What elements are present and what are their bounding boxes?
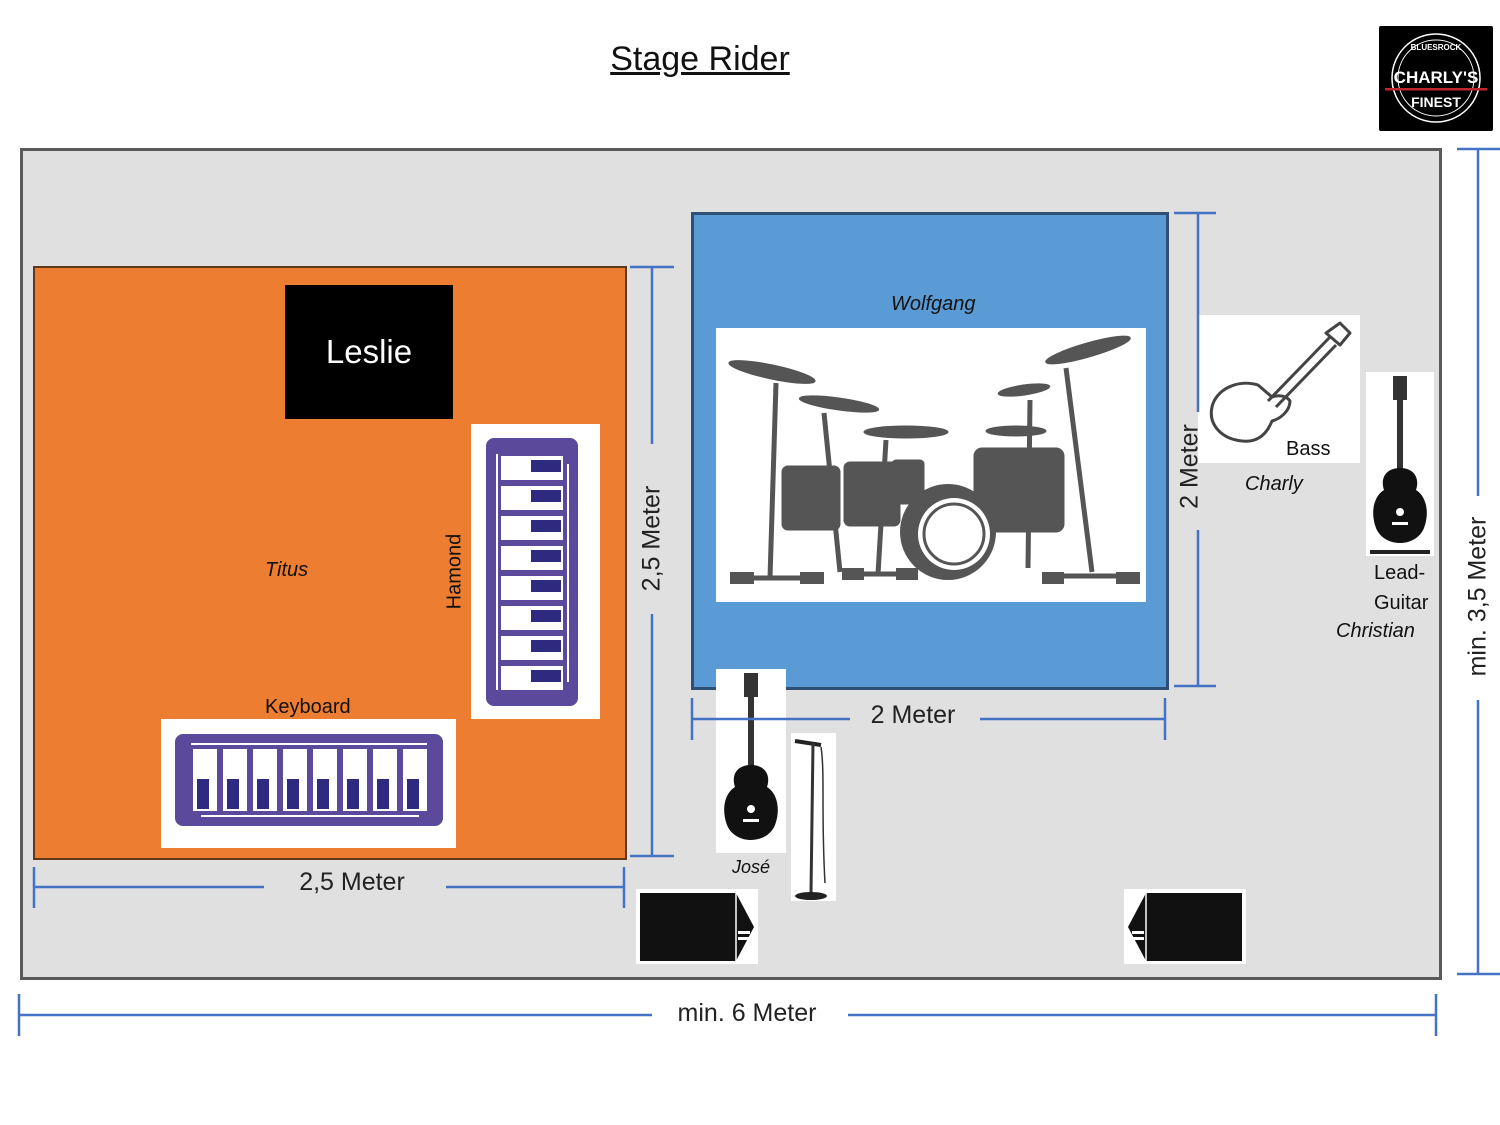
logo-line2: FINEST xyxy=(1411,94,1461,110)
drum-kit-icon xyxy=(716,328,1146,602)
keys-player-name: Titus xyxy=(265,559,309,581)
leslie-cabinet: Leslie xyxy=(285,285,453,419)
leslie-label: Leslie xyxy=(325,333,413,370)
band-logo: BLUESROCK CHARLY'S FINEST xyxy=(1379,26,1493,131)
bass-guitar-icon xyxy=(1198,315,1360,463)
monitor-speaker-left-icon xyxy=(636,889,758,964)
page-title: Stage Rider xyxy=(610,40,790,78)
bass-player-name: Charly xyxy=(1245,473,1303,495)
stage-depth-label: min. 3,5 Meter xyxy=(1463,516,1492,677)
keyboard-icon xyxy=(161,719,456,848)
stage-width-label: min. 6 Meter xyxy=(677,999,817,1027)
keys-width-label: 2,5 Meter xyxy=(299,868,405,896)
lead-guitar-player-name: Christian xyxy=(1336,620,1415,642)
vocal-guitar-icon xyxy=(716,669,786,853)
monitor-speaker-right-icon xyxy=(1124,889,1246,964)
keys-depth-label: 2,5 Meter xyxy=(637,485,666,592)
hammond-organ-icon xyxy=(471,424,600,719)
lead-guitar-icon xyxy=(1366,372,1434,556)
keyboard-label: Keyboard xyxy=(265,696,351,718)
lead-guitar-label-line1: Lead- xyxy=(1374,562,1426,584)
drum-depth-label: 2 Meter xyxy=(1175,424,1204,509)
vocal-player-name: José xyxy=(732,857,771,877)
bass-label: Bass xyxy=(1286,438,1331,460)
drummer-name: Wolfgang xyxy=(891,293,976,315)
logo-top-text: BLUESROCK xyxy=(1411,43,1462,52)
drum-width-label: 2 Meter xyxy=(870,701,956,729)
microphone-stand-icon xyxy=(791,733,836,901)
logo-line1: CHARLY'S xyxy=(1394,68,1479,87)
lead-guitar-label-line2: Guitar xyxy=(1374,592,1429,614)
